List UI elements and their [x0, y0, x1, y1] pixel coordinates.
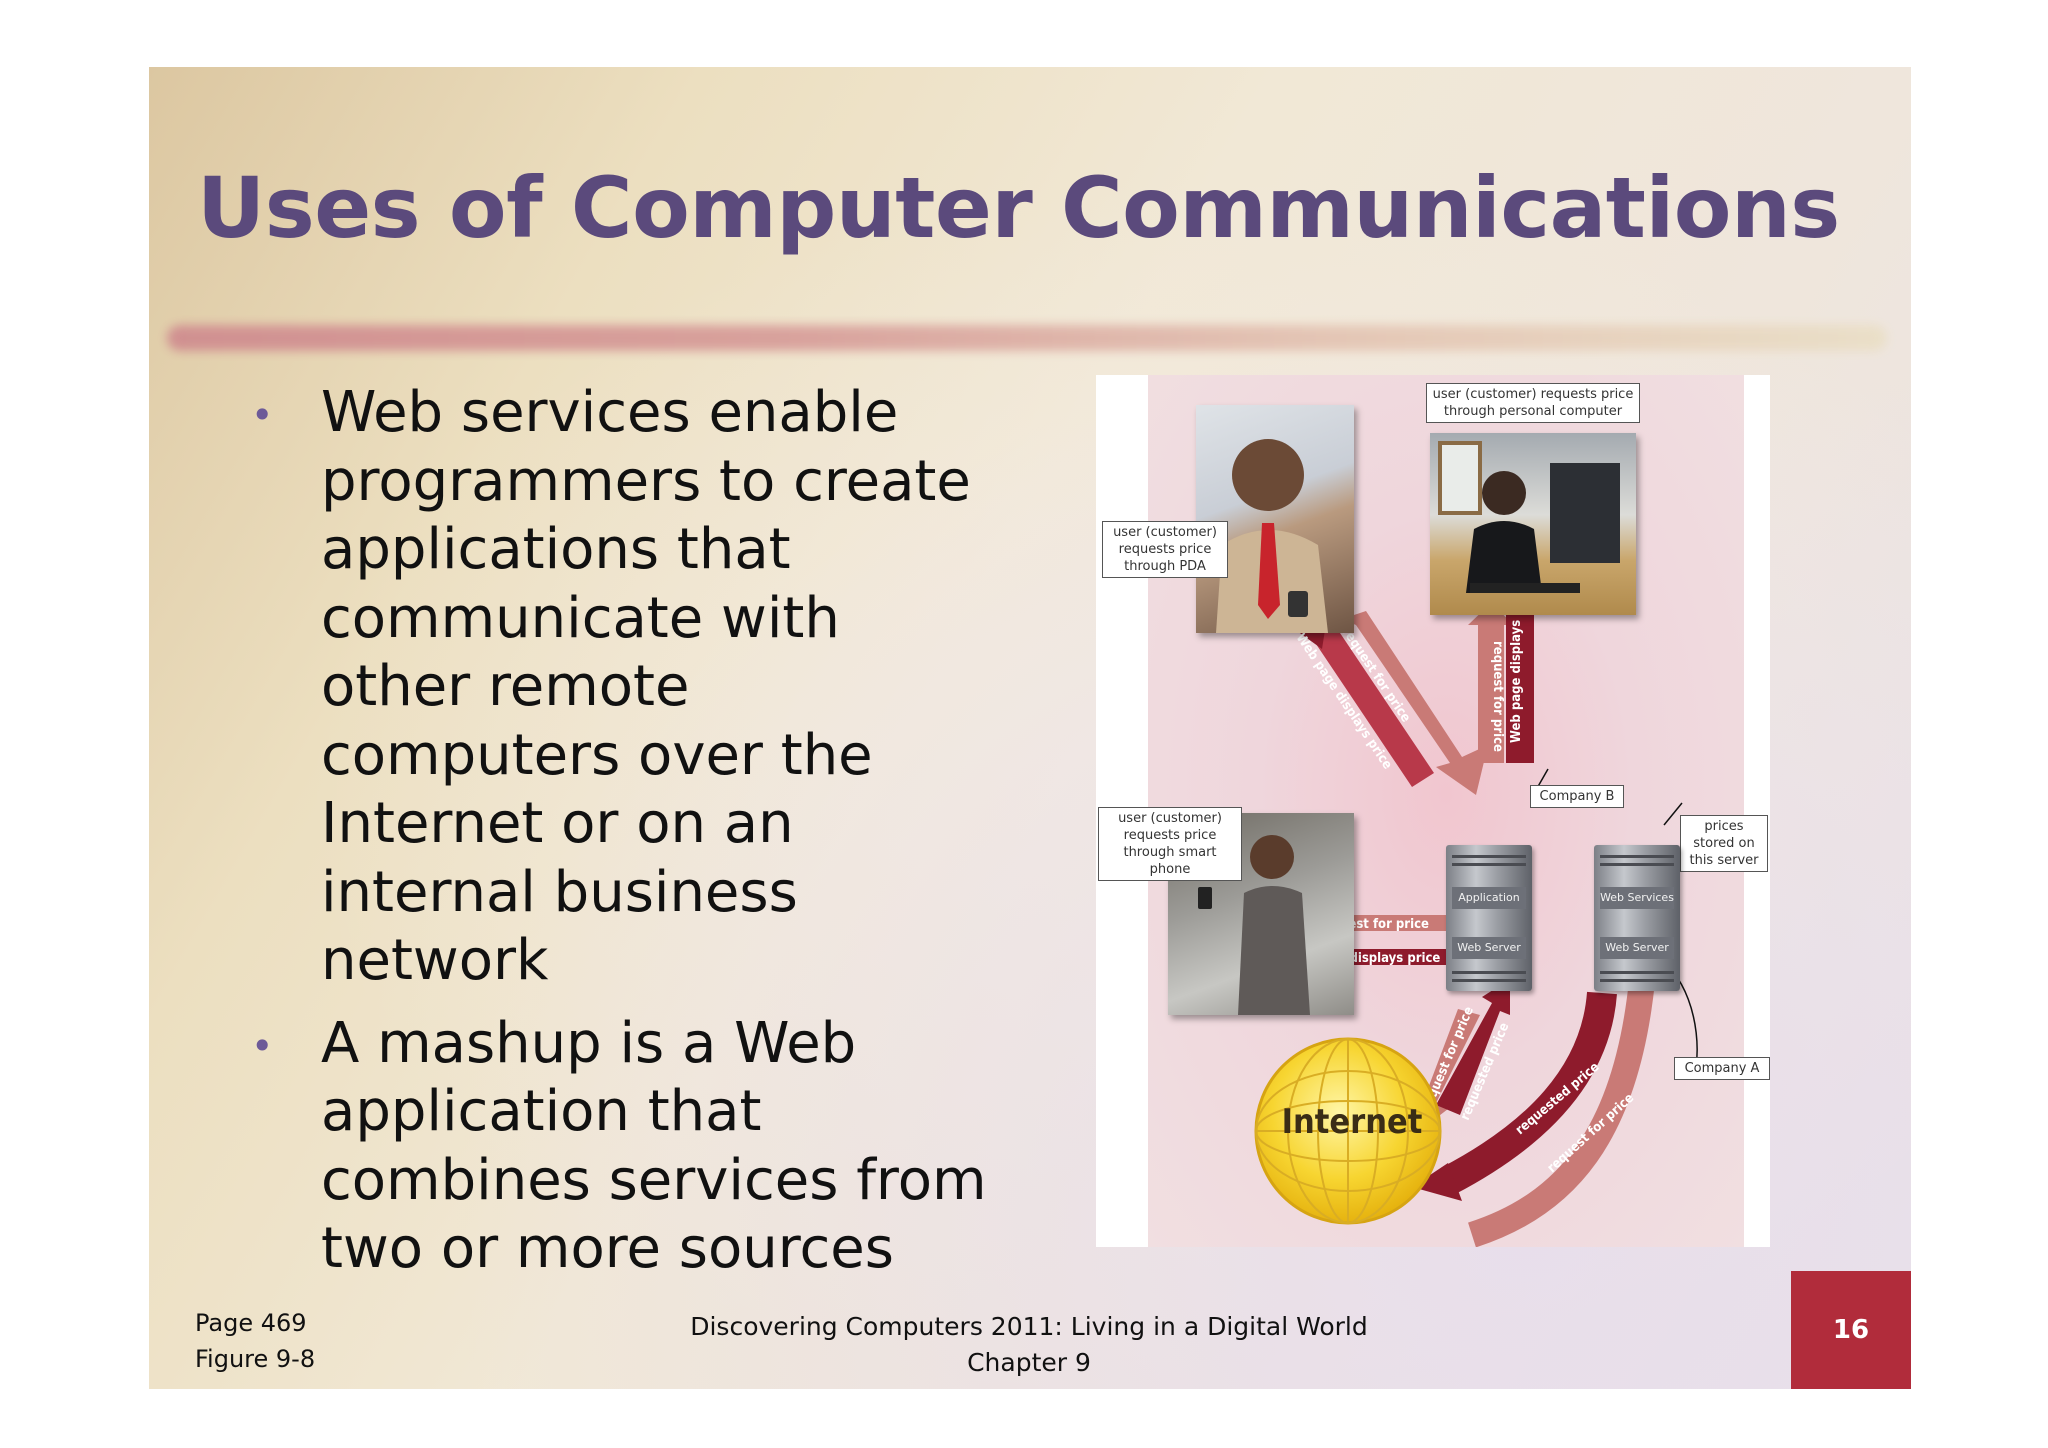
book-title: Discovering Computers 2011: Living in a … [690, 1312, 1368, 1341]
page-number-badge: 16 [1791, 1271, 1911, 1389]
label-line: through personal computer [1443, 404, 1623, 419]
connector-prices-stored [1663, 802, 1683, 826]
bullet-dot-icon: • [251, 1023, 274, 1068]
server-vent [1600, 971, 1674, 974]
pc-user-figure [1438, 441, 1620, 593]
company-a-server-icon: Web Services Web Server [1594, 845, 1680, 991]
slide: Uses of Computer Communications • Web se… [149, 67, 1911, 1389]
server-b-bottom-label: Web Server [1452, 937, 1526, 959]
smart-phone-user-photo [1168, 813, 1354, 1015]
label-line: this server [1689, 853, 1759, 868]
smart-phone-user-label: user (customer) requests price through s… [1098, 807, 1242, 881]
label-line: through smart phone [1123, 845, 1217, 877]
arrow-requested-price-server-a [1441, 991, 1617, 1195]
arrow-label-web-page-displays-price-pc: Web page displays price [1509, 583, 1524, 743]
arrow-request-for-price-phone [1282, 903, 1468, 943]
page-reference: Page 469 [195, 1309, 307, 1337]
server-vent [1452, 863, 1526, 866]
prices-stored-label: prices stored on this server [1680, 815, 1768, 872]
label-line: user (customer) requests price [1432, 387, 1634, 402]
label-line: user (customer) [1113, 525, 1217, 540]
pda-user-figure [1216, 439, 1328, 633]
company-a-label: Company A [1674, 1057, 1770, 1080]
arrow-requested-price-server-b [1436, 979, 1510, 1115]
bullet-item: • A mashup is a Web application that com… [251, 1010, 991, 1284]
pc-user-photo [1430, 433, 1636, 615]
label-line: through PDA [1124, 559, 1206, 574]
bullet-item: • Web services enable programmers to cre… [251, 379, 991, 996]
arrow-web-page-displays-price-phone [1246, 937, 1464, 977]
arrow-request-for-price-pda [1342, 611, 1488, 795]
pc-user-label: user (customer) requests price through p… [1426, 383, 1640, 423]
company-b-server-icon: Application Web Server [1446, 845, 1532, 991]
server-b-top-label: Application [1452, 887, 1526, 909]
server-vent [1600, 979, 1674, 982]
company-b-label: Company B [1530, 785, 1624, 808]
arrow-layer: Web page displays price request for pric… [1246, 583, 1698, 1247]
server-vent [1452, 971, 1526, 974]
server-vent [1600, 855, 1674, 858]
footer-reference: Page 469 Figure 9-8 [195, 1305, 315, 1377]
pda-user-photo [1196, 405, 1354, 633]
footer-book-info: Discovering Computers 2011: Living in a … [649, 1309, 1409, 1381]
arrow-requested-price-server-a-head [1412, 1163, 1462, 1201]
bullet-list: • Web services enable programmers to cre… [251, 379, 991, 1298]
arrow-web-page-displays-price-pda [1306, 627, 1434, 787]
slide-title: Uses of Computer Communications [197, 159, 1840, 257]
pda-user-label: user (customer) requests price through P… [1102, 521, 1228, 578]
label-line: prices [1704, 819, 1744, 834]
label-line: Company A [1684, 1061, 1760, 1076]
label-line: Company B [1539, 789, 1615, 804]
label-line: user (customer) [1118, 811, 1222, 826]
arrow-label-request-for-price-pc: request for price [1490, 641, 1505, 752]
label-line: stored on [1693, 836, 1755, 851]
server-a-bottom-label: Web Server [1600, 937, 1674, 959]
server-vent [1452, 979, 1526, 982]
label-line: requests price [1123, 828, 1217, 843]
internet-label: Internet [1282, 1102, 1423, 1142]
internet-globe-icon [1254, 1037, 1442, 1225]
bullet-text: Web services enable programmers to creat… [321, 380, 971, 993]
chapter-label: Chapter 9 [967, 1348, 1091, 1377]
bullet-dot-icon: • [251, 393, 274, 437]
server-vent [1452, 855, 1526, 858]
smart-phone-user-figure [1198, 835, 1310, 1015]
arrow-web-page-displays-price-pc [1506, 611, 1534, 763]
arrow-request-for-price-server-a [1467, 979, 1655, 1247]
arrow-request-for-price-pc [1478, 625, 1504, 763]
server-vent [1600, 863, 1674, 866]
web-services-figure: Web page displays price request for pric… [1096, 375, 1770, 1247]
server-a-top-label: Web Services [1600, 887, 1674, 909]
bullet-text: A mashup is a Web application that combi… [321, 1010, 987, 1282]
figure-reference: Figure 9-8 [195, 1345, 316, 1373]
label-line: requests price [1118, 542, 1212, 557]
title-divider-band [167, 325, 1887, 351]
